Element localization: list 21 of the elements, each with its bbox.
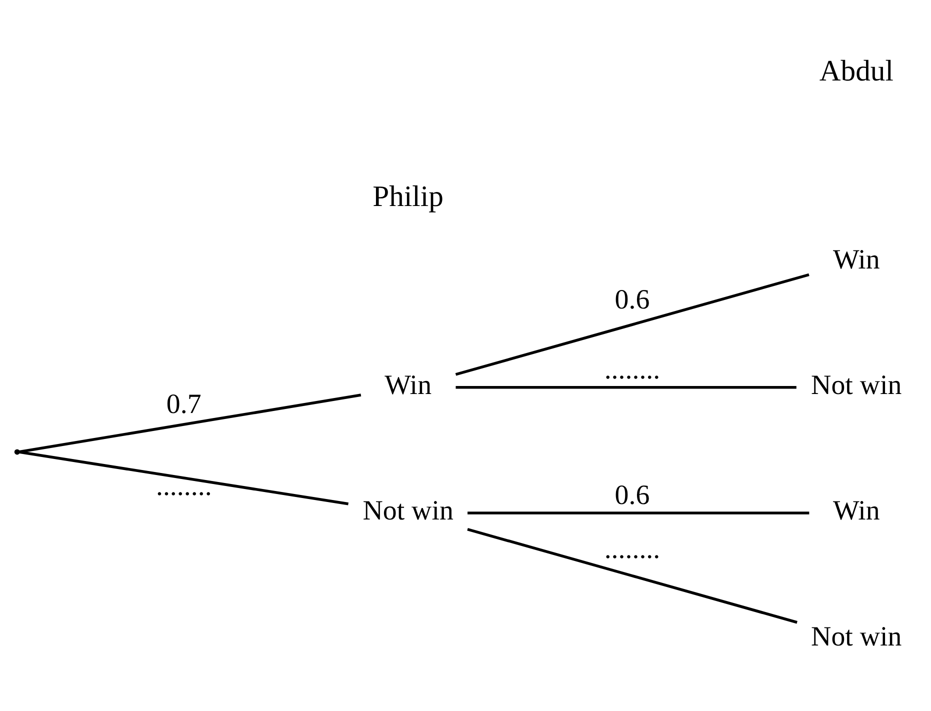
label: Philip — [372, 180, 444, 213]
connector — [468, 511, 810, 514]
edge-label: 0.6 — [614, 284, 650, 316]
edge-label: 0.7 — [166, 388, 202, 420]
node-point — [14, 448, 20, 454]
node-text: Win — [832, 495, 880, 526]
edge-label: ........ — [604, 354, 660, 385]
connector — [456, 386, 796, 388]
connector — [18, 393, 362, 453]
connector — [467, 527, 798, 624]
label: Abdul — [819, 55, 894, 88]
edge-label: ........ — [604, 534, 660, 565]
edge-label: 0.6 — [614, 479, 650, 510]
connector — [455, 272, 810, 376]
connector — [18, 450, 349, 505]
node-text: Not win — [811, 620, 902, 652]
node-text: Win — [384, 370, 432, 401]
node-text: Not win — [362, 495, 454, 526]
edge-label: ........ — [156, 470, 212, 502]
node-text: Not win — [811, 370, 902, 401]
node-text: Win — [832, 244, 880, 275]
